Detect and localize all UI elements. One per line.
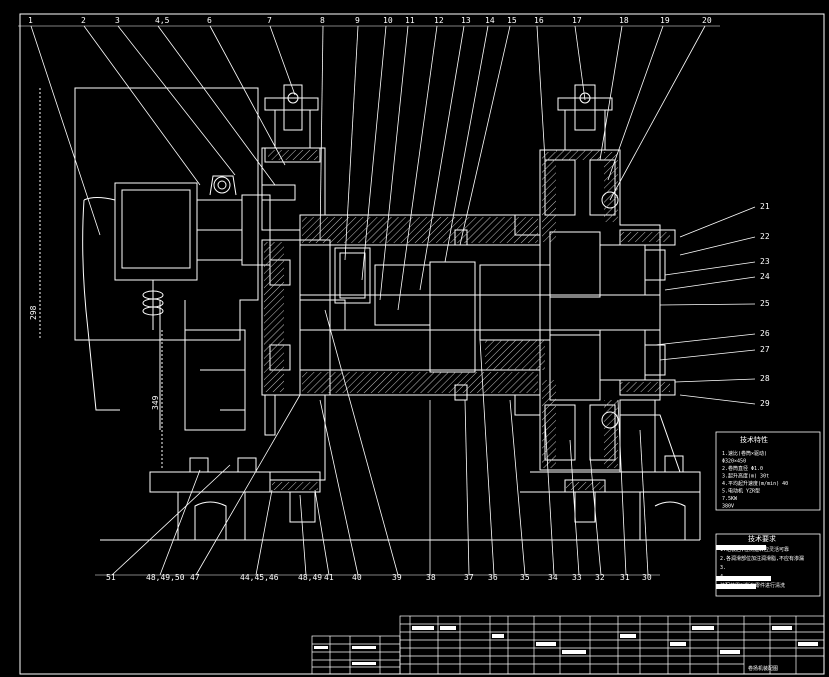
title-block xyxy=(311,615,825,675)
callout-label: 48,49 xyxy=(298,573,322,582)
spec-box xyxy=(715,431,821,511)
callout-label: 34 xyxy=(548,573,558,582)
callout-label: 12 xyxy=(434,16,444,25)
requirement-line: 1.组装后,检测运转应灵活可靠 xyxy=(720,546,789,553)
callout-label: 31 xyxy=(620,573,630,582)
requirement-line: 4. xyxy=(720,574,726,580)
callout-label: 38 xyxy=(426,573,436,582)
callout-label: 29 xyxy=(760,399,770,408)
callout-label: 33 xyxy=(572,573,582,582)
callout-label: 3 xyxy=(115,16,120,25)
spec-line: 3.起升高度(m) 30t xyxy=(722,473,769,480)
requirement-line: 装配前需对所有零件进行清洗 xyxy=(720,582,785,589)
callout-labels-right: 21 22 23 24 25 26 27 28 29 xyxy=(760,202,770,408)
callout-label: 27 xyxy=(760,345,770,354)
callout-label: 11 xyxy=(405,16,415,25)
spec-box-title: 技术特性 xyxy=(740,435,768,444)
callout-label: 47 xyxy=(190,573,200,582)
callout-label: 28 xyxy=(760,374,770,383)
callout-label: 16 xyxy=(534,16,544,25)
callout-label: 18 xyxy=(619,16,629,25)
gearbox xyxy=(539,149,661,471)
callout-label: 14 xyxy=(485,16,495,25)
spec-line: 2.卷筒直径 Φ1.0 xyxy=(722,465,763,472)
callout-label: 36 xyxy=(488,573,498,582)
callout-label: 8 xyxy=(320,16,325,25)
spec-line: 380V xyxy=(722,504,734,510)
callout-label: 23 xyxy=(760,257,770,266)
callout-label: 51 xyxy=(106,573,116,582)
callout-label: 6 xyxy=(207,16,212,25)
callout-label: 24 xyxy=(760,272,770,281)
callout-label: 2 xyxy=(81,16,86,25)
callout-label: 39 xyxy=(392,573,402,582)
motor-envelope xyxy=(74,87,259,341)
callout-label: 41 xyxy=(324,573,334,582)
requirement-line: 3. xyxy=(720,565,726,571)
callout-label: 37 xyxy=(464,573,474,582)
callout-label: 7 xyxy=(267,16,272,25)
callout-label: 40 xyxy=(352,573,362,582)
callout-label: 13 xyxy=(461,16,471,25)
spec-line: 1.速比(卷筒×驱动) xyxy=(722,450,767,457)
callout-label: 19 xyxy=(660,16,670,25)
requirements-lines: 1.组装后,检测运转应灵活可靠 2.各润滑部位加注润滑脂,不应有渗漏 3. 4. 装配前… xyxy=(720,546,804,589)
title-block-drawing-name: 卷扬机装配图 xyxy=(748,665,778,672)
spec-line: Φ320×450 xyxy=(722,459,746,465)
spec-line: 7.5KW xyxy=(722,496,738,502)
callout-label: 26 xyxy=(760,329,770,338)
callout-label: 15 xyxy=(507,16,517,25)
callout-label: 21 xyxy=(760,202,770,211)
callout-label: 20 xyxy=(702,16,712,25)
callout-label: 44,45,46 xyxy=(240,573,279,582)
callout-label: 4,5 xyxy=(155,16,170,25)
callout-label: 35 xyxy=(520,573,530,582)
callout-label: 17 xyxy=(572,16,582,25)
requirements-title: 技术要求 xyxy=(748,534,776,543)
spec-line: 5.电动机 YZR型 xyxy=(722,488,760,495)
callout-label: 48,49,50 xyxy=(146,573,185,582)
requirements-box xyxy=(715,533,821,597)
callout-label: 30 xyxy=(642,573,652,582)
callout-label: 1 xyxy=(28,16,33,25)
callout-label: 25 xyxy=(760,299,770,308)
requirement-line: 2.各润滑部位加注润滑脂,不应有渗漏 xyxy=(720,555,804,562)
dimension-inner-height: 349 xyxy=(151,395,160,410)
spec-line: 4.平均起升速度(m/min) 40 xyxy=(722,480,788,487)
callout-label: 10 xyxy=(383,16,393,25)
callout-label: 22 xyxy=(760,232,770,241)
dimension-left-height: 298 xyxy=(29,305,38,320)
callout-label: 32 xyxy=(595,573,605,582)
callout-label: 9 xyxy=(355,16,360,25)
